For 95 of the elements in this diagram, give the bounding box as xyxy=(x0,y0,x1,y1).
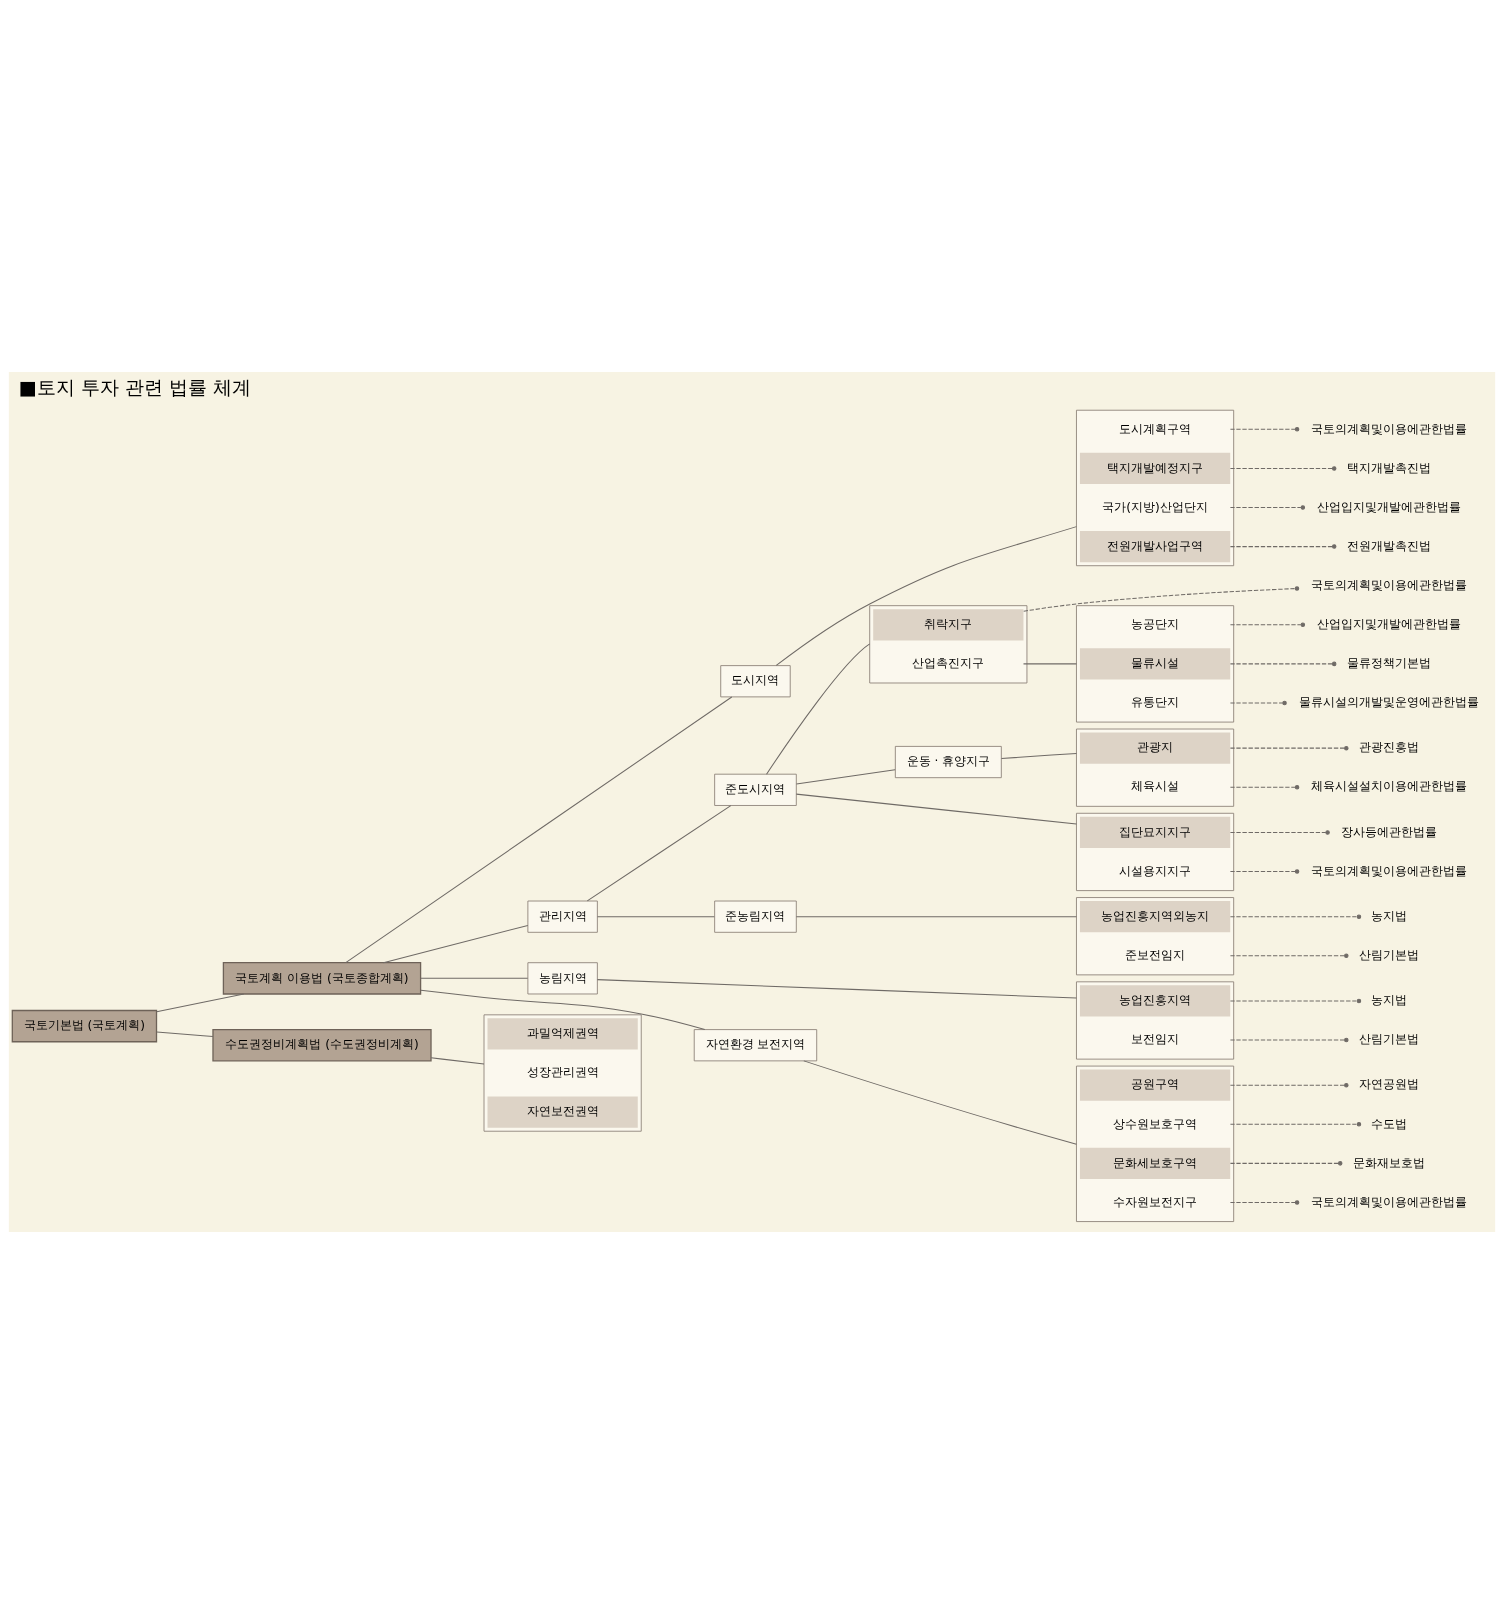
connector xyxy=(803,1060,1077,1145)
node-text: 산림기본법 xyxy=(1359,947,1420,962)
connector xyxy=(156,993,245,1013)
node-box: 국토기본법 (국토계획) xyxy=(11,1009,158,1043)
node-text: 관광진흥법 xyxy=(1359,740,1420,755)
node-box: 농림지역 xyxy=(527,962,598,995)
node-box: 관리지역 xyxy=(527,900,598,933)
connector xyxy=(1229,505,1306,510)
connector xyxy=(1229,466,1337,471)
node-box: 수도권정비계획법 (수도권정비계획) xyxy=(212,1028,432,1062)
node-box: 과밀억제권역 xyxy=(487,1018,638,1050)
node-box: 공원구역 xyxy=(1079,1069,1231,1101)
connector xyxy=(596,916,715,918)
connector xyxy=(1023,586,1300,612)
node-text: 농공단지 xyxy=(1131,617,1180,631)
node-box: 국토계획 이용법 (국토종합계획) xyxy=(222,962,422,995)
connector xyxy=(766,643,871,775)
connector xyxy=(1229,661,1337,667)
node-text: 수자원보전지구 xyxy=(1113,1194,1198,1209)
node-box: 농업진흥지역 xyxy=(1079,985,1231,1017)
connector xyxy=(1229,1161,1343,1166)
node-text: 산업촉진지구 xyxy=(912,656,985,671)
connector xyxy=(775,526,1077,666)
node-text: 문화재보호법 xyxy=(1353,1155,1426,1170)
connector xyxy=(1229,745,1349,751)
connector xyxy=(586,805,732,902)
node-box: 집단묘지지구 xyxy=(1079,816,1231,849)
node-text: 물류정책기본법 xyxy=(1347,656,1432,671)
cluster xyxy=(483,1014,642,1132)
connector xyxy=(1229,1082,1349,1088)
node-box: 전원개발사업구역 xyxy=(1079,530,1231,563)
connector xyxy=(1229,1122,1362,1127)
node-text: 농지법 xyxy=(1371,993,1408,1008)
node-box: 준도시지역 xyxy=(714,773,797,806)
node-text: 장사등에관한법률 xyxy=(1341,824,1438,839)
connector xyxy=(795,916,1077,918)
connector xyxy=(1229,869,1300,874)
node-text: 도시계획구역 xyxy=(1119,421,1192,436)
connector xyxy=(1229,427,1300,432)
node-text: 시설용지지구 xyxy=(1119,863,1192,878)
connector xyxy=(795,793,1077,825)
connector xyxy=(1229,700,1287,706)
connector xyxy=(1229,544,1337,549)
connector xyxy=(1229,953,1349,958)
connector xyxy=(1229,784,1300,790)
node-text: 전원개발촉진법 xyxy=(1347,538,1432,553)
connector xyxy=(1000,752,1077,759)
connector xyxy=(1023,663,1077,665)
node-box: 자연환경 보전지역 xyxy=(693,1029,818,1062)
node-box: 준농림지역 xyxy=(714,900,797,933)
node-box: 택지개발예정지구 xyxy=(1079,452,1231,485)
node-box: 물류시설 xyxy=(1079,648,1231,680)
connector xyxy=(1229,1200,1300,1205)
connector xyxy=(1229,914,1362,919)
node-text: 체육시설설치이용에관한법률 xyxy=(1311,779,1468,794)
node-box: 농업진흥지역외농지 xyxy=(1079,901,1231,933)
node-text: 수도법 xyxy=(1371,1116,1408,1131)
connector xyxy=(596,979,1077,999)
node-box: 도시지역 xyxy=(720,665,791,698)
node-text: 유통단지 xyxy=(1131,695,1180,710)
node-text: 택지개발촉진법 xyxy=(1347,460,1432,475)
node-text: 체육시설 xyxy=(1131,779,1180,794)
node-text: 국토의계획및이용에관한법률 xyxy=(1311,577,1468,592)
node-text: 국토의계획및이용에관한법률 xyxy=(1311,1194,1468,1209)
node-box: 자연보전권역 xyxy=(487,1096,638,1128)
node-text: 국토의계획및이용에관한법률 xyxy=(1311,863,1468,878)
connector xyxy=(1229,998,1362,1004)
cluster xyxy=(869,605,1028,684)
node-text: 물류시설의개발및운영에관한법률 xyxy=(1299,695,1480,710)
node-text: 산업입지및개발에관한법률 xyxy=(1317,499,1462,514)
connector xyxy=(430,1057,485,1065)
node-box: 취락지구 xyxy=(873,609,1024,641)
node-text: 농지법 xyxy=(1371,908,1408,923)
connector xyxy=(345,696,733,964)
connector xyxy=(1229,830,1330,835)
node-box: 운동 · 휴양지구 xyxy=(894,745,1002,779)
connector xyxy=(1229,1037,1349,1043)
node-text: 준보전임지 xyxy=(1125,947,1186,962)
node-text: 산림기본법 xyxy=(1359,1032,1420,1047)
node-text: 국가(지방)산업단지 xyxy=(1102,499,1208,514)
node-box: 관광지 xyxy=(1079,732,1231,764)
connector xyxy=(1229,622,1306,628)
node-text: 산업입지및개발에관한법률 xyxy=(1317,617,1462,631)
connector xyxy=(156,1031,214,1037)
connector xyxy=(420,989,706,1031)
node-text: 상수원보호구역 xyxy=(1113,1116,1198,1131)
node-text: 자연공원법 xyxy=(1359,1077,1420,1092)
node-text: 성장관리권역 xyxy=(526,1065,599,1080)
connector xyxy=(795,769,896,785)
diagram-title: ■토지 투자 관련 법률 체계 xyxy=(18,376,251,400)
node-box: 문화세보호구역 xyxy=(1079,1147,1231,1179)
node-text: 보전임지 xyxy=(1131,1032,1180,1047)
connector xyxy=(420,977,529,979)
connector xyxy=(382,924,529,964)
node-text: 국토의계획및이용에관한법률 xyxy=(1311,421,1468,436)
